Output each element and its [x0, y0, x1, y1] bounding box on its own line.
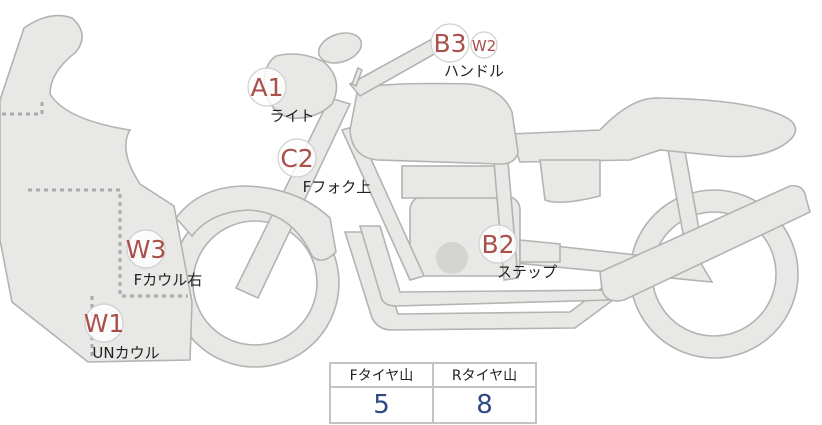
front-tire-tread-value: 5: [329, 386, 434, 424]
front-tire-tread-header: Fタイヤ山: [329, 362, 434, 388]
muffler: [599, 184, 811, 302]
marker-code: C2: [280, 144, 313, 173]
engine: [401, 165, 561, 277]
rear-tire-tread-value: 8: [432, 386, 537, 424]
marker-label: ライト: [269, 107, 314, 125]
exhaust-pipes: [343, 225, 642, 331]
front-fender: [174, 185, 337, 261]
marker-under-cowl[interactable]: W1 UNカウル: [84, 303, 160, 362]
marker-code: A1: [250, 73, 283, 102]
marker-code: B2: [481, 230, 514, 259]
mirror: [317, 32, 364, 88]
marker-handlebar[interactable]: B3 W2 ハンドル: [430, 23, 504, 80]
marker-code-secondary: W2: [472, 37, 496, 55]
marker-label: Fフォク上: [303, 178, 372, 196]
marker-step[interactable]: B2 ステップ: [478, 224, 557, 281]
fuel-tank: [349, 82, 519, 165]
seat: [508, 97, 797, 163]
marker-code: W1: [84, 309, 125, 338]
marker-code: W3: [126, 235, 167, 264]
marker-code: B3: [433, 29, 466, 58]
side-cover: [539, 159, 601, 204]
marker-label: ハンドル: [444, 62, 504, 80]
marker-label: UNカウル: [92, 344, 159, 362]
marker-label: ステップ: [497, 263, 557, 281]
marker-label: Fカウル右: [134, 271, 203, 289]
marker-front-fork[interactable]: C2 Fフォク上: [277, 138, 372, 196]
rear-tire-tread-header: Rタイヤ山: [432, 362, 537, 388]
tire-tread-table: Fタイヤ山 Rタイヤ山 5 8: [329, 362, 537, 424]
marker-light[interactable]: A1 ライト: [247, 67, 315, 125]
marker-front-cowl-right[interactable]: W3 Fカウル右: [126, 229, 203, 289]
